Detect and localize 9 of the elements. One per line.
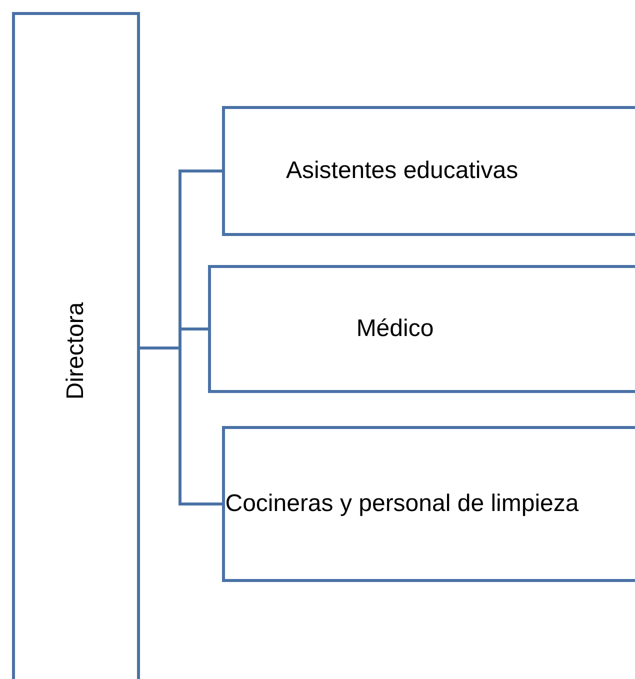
node-label: Médico [355, 314, 435, 344]
connector-line [140, 346, 222, 506]
node-label: Directora [61, 302, 90, 400]
node-label: Asistentes educativas [284, 156, 520, 186]
role-box [222, 426, 635, 582]
node-label: Cocineras y personal de limpieza [224, 489, 580, 519]
role-box [222, 106, 635, 236]
role-box [208, 265, 635, 393]
director-box [12, 12, 140, 679]
